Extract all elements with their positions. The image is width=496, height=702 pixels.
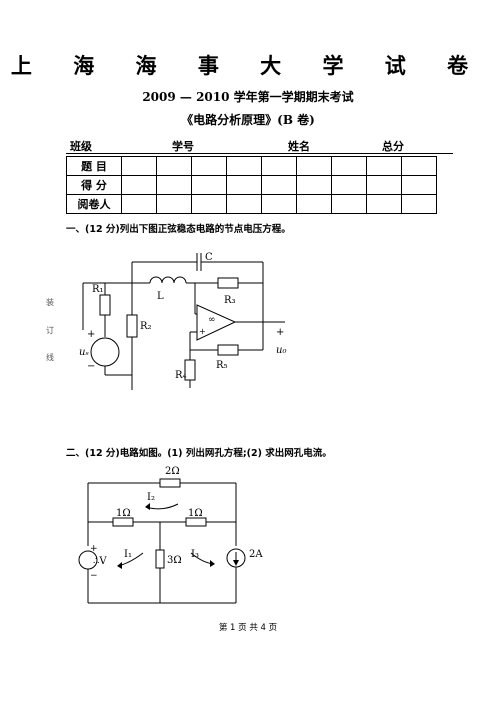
binding-char-1: 装 [46, 298, 54, 307]
label-vs: ∴V [93, 556, 107, 567]
label-r-top: 2Ω [165, 466, 180, 477]
name-label: 姓名 [288, 140, 310, 153]
class-label: 班级 [70, 140, 92, 153]
label-i1: I₁ [124, 549, 132, 560]
label-uo: u₀ [276, 345, 286, 356]
label-2a: 2A [249, 549, 263, 560]
score-table: 题 目 得 分 阅卷人 [66, 156, 437, 214]
label-l: L [157, 291, 164, 302]
label-src-plus: + [90, 544, 98, 554]
info-underline [66, 153, 453, 154]
label-source-minus: − [87, 361, 95, 372]
label-r4: R₄ [175, 370, 187, 381]
exam-subtitle: 2009 — 2010 学年第一学期期末考试 [142, 90, 354, 104]
paper-name: 《电路分析原理》(B 卷) [181, 113, 315, 127]
row-header: 阅卷人 [66, 194, 122, 214]
question-2-text: 二、(12 分)电路如图。(1) 列出网孔方程;(2) 求出网孔电流。 [66, 448, 332, 459]
label-src-minus: − [90, 571, 98, 581]
score-row-grader: 阅卷人 [66, 194, 437, 214]
question-1-text: 一、(12 分)列出下图正弦稳态电路的节点电压方程。 [66, 224, 291, 235]
total-label: 总分 [382, 140, 404, 153]
score-row-topic: 题 目 [66, 156, 437, 176]
label-r2: R₂ [140, 321, 152, 332]
exam-title: 上 海 海 事 大 学 试 卷 [10, 53, 486, 78]
label-r5: R₅ [216, 360, 228, 371]
label-source-plus: + [87, 329, 95, 340]
label-i3: I₃ [191, 549, 199, 560]
label-i2: I₂ [147, 492, 155, 503]
label-r3: R₃ [224, 295, 236, 306]
student-id-label: 学号 [172, 140, 194, 153]
page-footer: 第 1 页 共 4 页 [218, 623, 278, 633]
label-r-mid: 3Ω [167, 555, 182, 566]
label-c: C [205, 252, 213, 263]
label-out-plus: + [276, 327, 284, 338]
label-r-right: 1Ω [188, 508, 203, 519]
label-opamp: ∞ [208, 315, 216, 325]
label-r1: R₁ [92, 284, 104, 295]
label-us: uₛ [79, 347, 89, 358]
label-plus-input: + [199, 327, 206, 336]
label-r-left: 1Ω [116, 508, 131, 519]
binding-char-2: 订 [46, 326, 54, 335]
binding-char-3: 线 [46, 353, 54, 362]
